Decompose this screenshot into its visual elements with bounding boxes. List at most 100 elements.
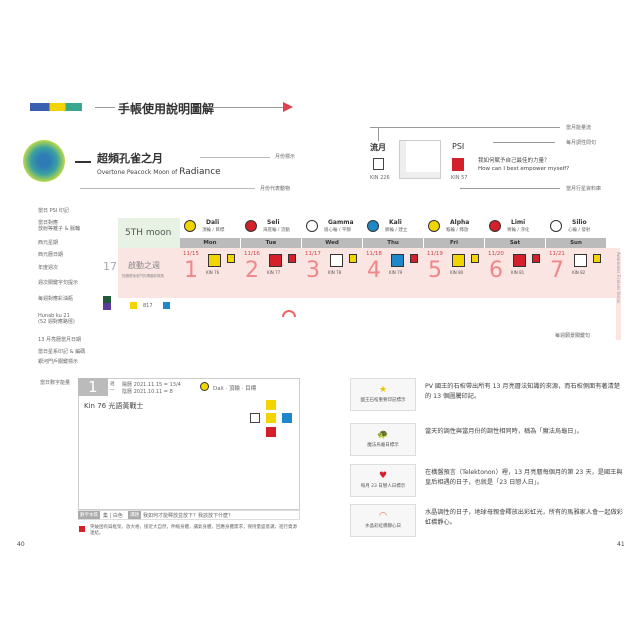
weekday: Tue [241, 238, 301, 248]
legend-box: ◠ 水晶彩虹橋靜心日 [350, 504, 416, 537]
calendar-label: 年度週次 [38, 265, 59, 271]
day-column[interactable]: Silio 心輪 / 發射 Sun 11/21 7 KIN 82 [546, 218, 607, 298]
chakra: 臍輪 / 建立 [385, 228, 408, 233]
kin-number: KIN 81 [511, 270, 525, 275]
page-title: 手帳使用說明圖解 [118, 102, 215, 116]
day-number: 1 [88, 378, 98, 396]
day-column[interactable]: Dali 頂輪 / 目標 Mon 11/15 1 KIN 76 [180, 218, 241, 298]
question-en: How can I best empower myself? [478, 166, 570, 172]
weekday: Sat [485, 238, 545, 248]
psi-glyph-icon [349, 254, 357, 263]
psi-kin: KIN 57 [451, 175, 468, 181]
detail-plasma: Dali · 頂輪 · 目標 [213, 386, 257, 392]
legend-text: 在橫盤預言（Telektonon）裡，13 月亮曆每個月的第 23 天，是國王與… [425, 469, 623, 486]
weekday: Thu [363, 238, 423, 248]
gregorian-date: 11/16 [244, 251, 260, 257]
calendar-label: 西元曆日期 [38, 252, 64, 258]
hunab-glyph-icon [130, 302, 137, 309]
legend-label: 水晶彩虹橋靜心日 [365, 524, 401, 529]
note-icon [79, 526, 85, 532]
weekday: Wed [302, 238, 362, 248]
chakra: 海底輪 / 流動 [263, 228, 290, 233]
plasma-name: Seli [267, 219, 280, 226]
chakra: 眉心輪 / 平靜 [324, 228, 351, 233]
kin-number: KIN 77 [267, 270, 281, 275]
chakra: 胃輪 / 淨化 [507, 228, 530, 233]
subtitle-emphasis: Radiance [179, 167, 221, 177]
day-column[interactable]: Kali 臍輪 / 建立 Thu 11/18 4 KIN 79 [363, 218, 424, 298]
calendar-label: 13 月亮曆當月日期 [38, 337, 81, 343]
page-number-left: 40 [17, 541, 25, 548]
peacock-emblem-icon [23, 140, 65, 182]
tag-essence: 數字本質 [78, 511, 100, 519]
arrow-head-icon [283, 102, 293, 112]
psi-glyph-icon [471, 254, 479, 263]
day-column[interactable]: Gamma 眉心輪 / 平靜 Wed 11/17 3 KIN 78 [302, 218, 363, 298]
rainbow-icon: ◠ [379, 511, 387, 521]
plasma-icon [245, 220, 257, 232]
plasma-name: Kali [389, 219, 402, 226]
seal-glyph-icon [452, 254, 465, 267]
kin-number: KIN 76 [206, 270, 220, 275]
gregorian-date: 11/17 [305, 251, 321, 257]
legend-label: 國王石棺重要印記標示 [360, 398, 406, 403]
plasma-name: Gamma [328, 219, 354, 226]
gregorian-date: 11/15 [183, 251, 199, 257]
kin-number: KIN 80 [450, 270, 464, 275]
lunar-date: 陰曆 2021.10.11 = 8 [122, 389, 173, 395]
day-number-box [78, 378, 108, 396]
month-title: 超頻孔雀之月 [97, 152, 163, 165]
day-column[interactable]: Alpha 喉輪 / 釋放 Fri 11/19 5 KIN 80 [424, 218, 485, 298]
oracle-analog-icon [250, 413, 260, 423]
oracle-center-icon [266, 413, 276, 423]
week-subtitle: 知識是後來鬥的潤腦前視角 [122, 274, 164, 278]
calendar-label: Hunab ku 21 (52 週對應路徑) [38, 313, 75, 325]
oil-bottle-icon [103, 296, 111, 310]
oracle-glyphs [250, 400, 298, 440]
calendar-label: 銀河門戶關鍵標示 [38, 359, 79, 365]
flow-kin: KIN 226 [370, 175, 390, 181]
kin-number: KIN 82 [572, 270, 586, 275]
legend-label: 魔法烏龜日標示 [367, 443, 399, 448]
psi-glyph-icon [227, 254, 235, 263]
rainbow-icon [282, 310, 296, 317]
psi-glyph-icon [532, 254, 540, 263]
moon-day-number: 1 [184, 258, 198, 283]
seal-glyph-icon [574, 254, 587, 267]
label-flow: 當月能量流 [566, 125, 592, 131]
turtle-icon: 🐢 [377, 430, 389, 440]
legend-text: 水晶調性的日子，地球母親會釋放出彩虹光，所有的馬雅家人會一起做彩虹橋靜心。 [425, 509, 623, 526]
kin-title: Kin 76 光語黃戰士 [84, 402, 144, 410]
plasma-icon [367, 220, 379, 232]
legend-text: 當天的調性與當月份的調性相同時，稱為「魔法烏龜日」。 [425, 428, 583, 435]
moon-label: 5TH moon [125, 228, 172, 238]
kin-number: KIN 78 [328, 270, 342, 275]
weekday: Mon [180, 238, 240, 248]
tag-essence-value: 集 | 白色 [103, 513, 123, 519]
psi-glyph-icon [452, 158, 464, 171]
note-text: 突破困有與框架，放大格，接近大自然，伸縮身體，讓氣身體，回應身體需求，保持量盛意… [90, 525, 297, 536]
gregorian-date: 陽曆 2021.11.15 = 13/4 [122, 382, 181, 388]
label-planet: 當月行星資料庫 [566, 186, 602, 192]
hunab-number: 817 [143, 303, 153, 309]
week-number: 17 [103, 260, 117, 273]
tag-lesson: 課題 [128, 511, 141, 519]
moon-day-number: 7 [550, 258, 564, 283]
flow-label: 流月 [370, 143, 386, 152]
moon-day-number: 3 [306, 258, 320, 283]
label-month: 月份標示 [275, 154, 296, 160]
day-column[interactable]: Limi 胃輪 / 淨化 Sat 11/20 6 KIN 81 [485, 218, 546, 298]
gregorian-date: 11/19 [427, 251, 443, 257]
calendar-label: 週次關鍵字句提示 [38, 280, 79, 286]
flow-glyph-icon [373, 158, 384, 170]
detail-panel [78, 378, 300, 510]
gregorian-date: 11/21 [549, 251, 565, 257]
arrow-feathers-icon [30, 103, 95, 111]
calendar-label: 當日星系印記 & 編碼 [38, 349, 86, 355]
psi-glyph-icon [288, 254, 296, 263]
seal-glyph-icon [269, 254, 282, 267]
tag-lesson-value: 我如何才能釋放並放下？我該放下什麼？ [143, 513, 234, 519]
day-column[interactable]: Seli 海底輪 / 流動 Tue 11/16 2 KIN 77 [241, 218, 302, 298]
legend-label: 每月 23 日戀人日標示 [360, 484, 406, 489]
label-number-energy: 當日數字能量 [40, 380, 71, 386]
